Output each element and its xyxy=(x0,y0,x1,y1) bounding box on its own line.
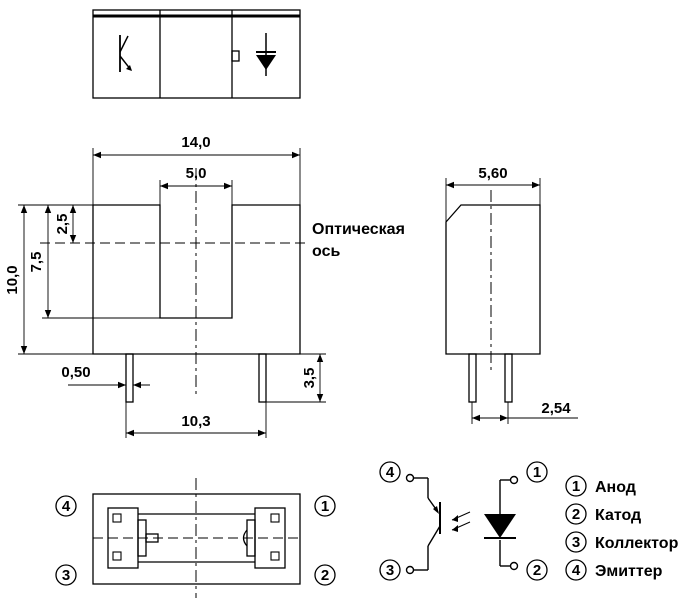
svg-text:1: 1 xyxy=(572,478,580,495)
legend-item-anode: 1 Анод xyxy=(565,475,636,497)
svg-text:4: 4 xyxy=(62,498,71,515)
side-pin-right xyxy=(504,353,513,403)
dim-slot-width: 5,0 xyxy=(186,165,207,182)
bottom-pin-1: 1 xyxy=(314,495,336,517)
optical-axis-label-line1: Оптическая xyxy=(312,221,405,238)
top-view-body xyxy=(92,9,301,99)
dim-pin-spacing: 10,3 xyxy=(181,413,210,430)
dim-side-width: 5,60 xyxy=(478,165,507,182)
schematic-pin-1: 1 xyxy=(526,461,548,483)
led-symbol xyxy=(256,33,276,76)
dim-height-total: 10,0 xyxy=(4,265,21,294)
legend-item-emitter: 4 Эмиттер xyxy=(565,559,663,581)
side-view-body xyxy=(445,204,541,355)
bottom-view xyxy=(92,478,301,598)
bottom-pin-2: 2 xyxy=(314,564,336,586)
schematic-pin-4: 4 xyxy=(379,461,401,483)
svg-text:Эмиттер: Эмиттер xyxy=(595,563,663,580)
svg-text:Анод: Анод xyxy=(595,479,636,496)
bottom-pin-4: 4 xyxy=(55,495,77,517)
front-pin-right xyxy=(258,353,267,403)
dim-pin-width: 0,50 xyxy=(61,364,90,381)
svg-text:2: 2 xyxy=(572,506,580,523)
schematic-pin-3: 3 xyxy=(379,559,401,581)
legend-item-cathode: 2 Катод xyxy=(565,503,641,525)
svg-text:4: 4 xyxy=(386,464,395,481)
dim-side-pin-pitch: 2,54 xyxy=(541,400,571,417)
svg-text:2: 2 xyxy=(321,567,329,584)
schematic xyxy=(405,473,519,575)
pin-legend: 1 Анод 2 Катод 3 Коллектор 4 Эмиттер xyxy=(565,475,679,581)
side-view xyxy=(445,178,578,424)
dim-pin-length: 3,5 xyxy=(301,368,318,389)
front-pin-left xyxy=(125,353,134,403)
side-pin-left xyxy=(468,353,477,403)
phototransistor-symbol xyxy=(119,35,132,72)
svg-text:1: 1 xyxy=(321,498,329,515)
dim-optical-offset: 2,5 xyxy=(54,214,71,235)
dim-width-total: 14,0 xyxy=(181,134,210,151)
svg-text:3: 3 xyxy=(386,562,394,579)
svg-text:3: 3 xyxy=(572,534,580,551)
front-view xyxy=(18,148,326,438)
svg-text:4: 4 xyxy=(572,562,581,579)
dim-height-slot: 7,5 xyxy=(28,252,45,273)
schematic-pin-2: 2 xyxy=(526,559,548,581)
top-view xyxy=(92,9,301,99)
top-view-notch xyxy=(231,50,240,62)
optical-axis-label-line2: ось xyxy=(312,243,340,260)
svg-text:2: 2 xyxy=(533,562,541,579)
svg-text:Коллектор: Коллектор xyxy=(595,535,679,552)
bottom-pin-3: 3 xyxy=(55,564,77,586)
svg-text:3: 3 xyxy=(62,567,70,584)
svg-text:Катод: Катод xyxy=(595,507,641,524)
svg-text:1: 1 xyxy=(533,464,541,481)
legend-item-collector: 3 Коллектор xyxy=(565,531,679,553)
